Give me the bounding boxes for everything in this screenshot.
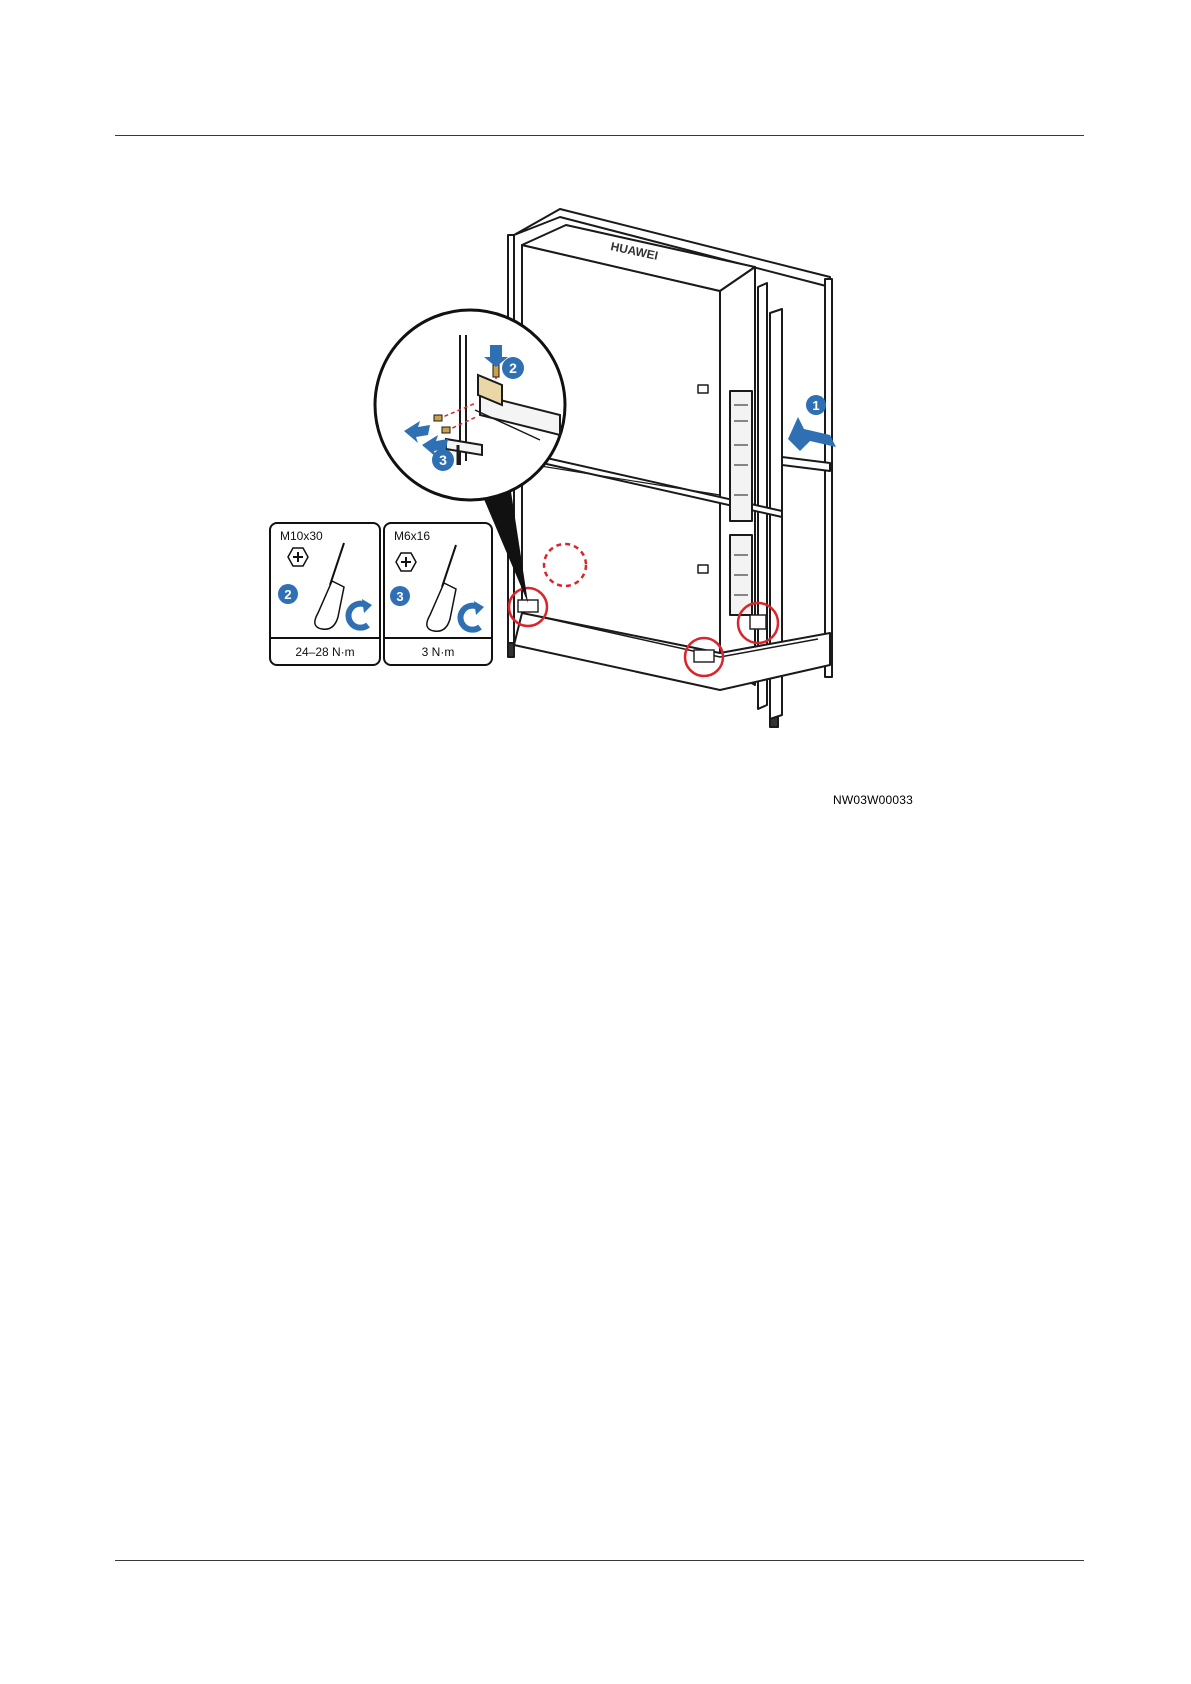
tool-card-m10: M10x30 2 24–28 N·m (270, 523, 380, 665)
svg-text:M10x30: M10x30 (280, 529, 323, 543)
frame-right-post (825, 279, 832, 677)
svg-text:3: 3 (396, 589, 403, 604)
breaker-module-upper (730, 391, 752, 521)
svg-text:2: 2 (284, 587, 291, 602)
svg-text:3: 3 (439, 452, 447, 468)
footer-rule (115, 1560, 1084, 1561)
cabinet-illustration: HUAWEI 1 (270, 195, 920, 815)
svg-text:1: 1 (812, 398, 819, 413)
installation-figure: HUAWEI 1 (270, 195, 920, 815)
header-rule (115, 135, 1084, 136)
svg-text:M6x16: M6x16 (394, 529, 430, 543)
zoom-detail: 2 3 (375, 310, 565, 500)
figure-id: NW03W00033 (833, 793, 913, 807)
svg-text:2: 2 (509, 360, 517, 376)
svg-text:3 N·m: 3 N·m (422, 645, 455, 659)
tool-card-m6: M6x16 3 3 N·m (384, 523, 492, 665)
svg-text:24–28 N·m: 24–28 N·m (295, 645, 354, 659)
